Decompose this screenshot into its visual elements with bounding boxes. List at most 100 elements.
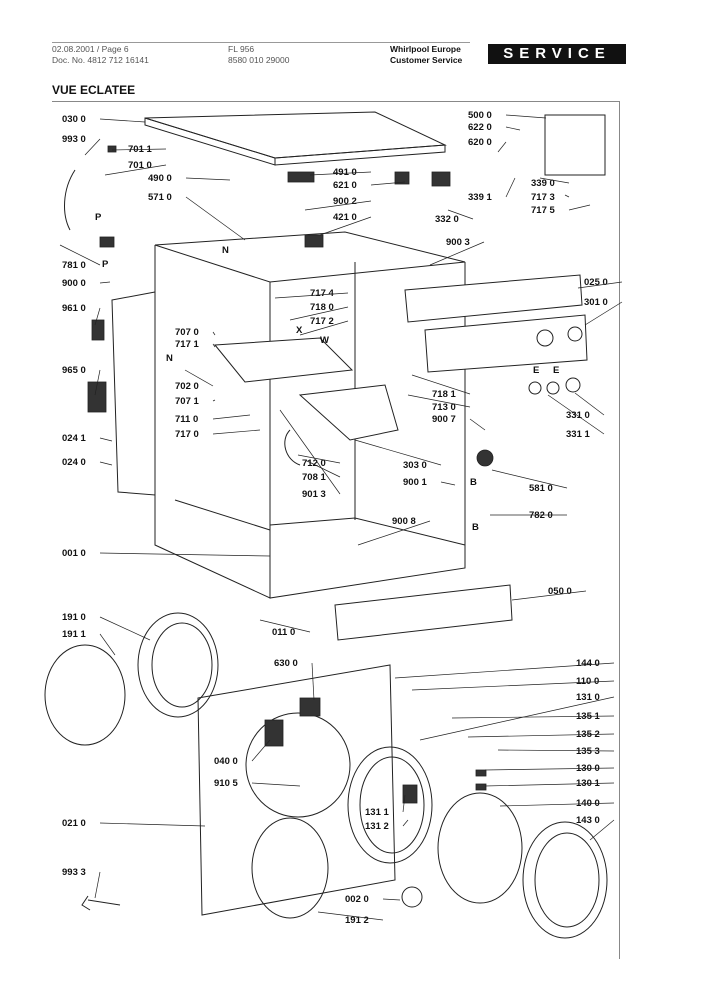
leader-line: [511, 590, 587, 601]
callout: 191 1: [62, 629, 116, 656]
callout: 011 0: [259, 619, 311, 638]
callout-label: 717 3: [531, 192, 555, 203]
leader-line: [469, 418, 486, 431]
small-part: [91, 319, 105, 341]
callout-label: 002 0: [345, 894, 369, 905]
letter-marker: B: [472, 522, 479, 533]
callout: 191 0: [62, 612, 151, 641]
callout: 717 0: [175, 429, 261, 440]
leader-line: [467, 733, 615, 738]
callout: 571 0: [148, 192, 246, 241]
leader-line: [59, 244, 101, 266]
callout-label: 500 0: [468, 110, 492, 121]
leader-line: [574, 392, 605, 416]
leader-line: [259, 619, 311, 633]
leader-line: [185, 196, 246, 241]
small-part: [299, 697, 321, 717]
callout: 131 1: [365, 794, 406, 818]
callout: 900 7: [432, 414, 486, 431]
callout: 707 0: [175, 327, 216, 338]
small-part: [431, 171, 451, 187]
callout-label: 191 0: [62, 612, 86, 623]
callout: 620 0: [468, 137, 507, 153]
callout-label: 718 0: [310, 302, 334, 313]
leader-line: [212, 331, 216, 336]
leader-line: [411, 374, 471, 395]
leader-line: [497, 749, 615, 752]
leader-line: [402, 819, 409, 827]
leader-line: [212, 414, 251, 420]
callout-label: 961 0: [62, 303, 86, 314]
callout-label: 144 0: [576, 658, 600, 669]
door-ring-part: [522, 821, 608, 939]
leader-line: [484, 782, 615, 787]
leader-line: [440, 481, 456, 486]
callout: 135 1: [451, 711, 615, 722]
callout-label: 620 0: [468, 137, 492, 148]
callout-label: 571 0: [148, 192, 172, 203]
callout-label: 717 0: [175, 429, 199, 440]
callout: 718 0: [289, 302, 349, 321]
company-name: Whirlpool Europe: [390, 44, 461, 54]
callout: 001 0: [62, 548, 271, 559]
leader-line: [99, 552, 271, 557]
callout-label: 711 0: [175, 414, 198, 425]
leader-line: [429, 241, 485, 266]
callout: 040 0: [214, 739, 271, 767]
callout: 491 0: [309, 167, 372, 178]
callout: 711 0: [175, 414, 251, 425]
date-page: 02.08.2001 / Page 6: [52, 44, 129, 54]
knob-part: [546, 381, 560, 395]
control-panel-part: [404, 274, 583, 323]
callout: 630 0: [274, 658, 315, 701]
callout: 621 0: [333, 180, 406, 191]
leader-line: [564, 194, 570, 198]
knob-part: [528, 381, 542, 395]
callout-label: 040 0: [214, 756, 238, 767]
door-ring-inner: [534, 832, 600, 928]
leader-line: [251, 739, 271, 762]
cabinet-inner-left: [174, 499, 271, 531]
callout-label: 717 2: [310, 316, 334, 327]
leader-line: [319, 216, 372, 236]
callout: 900 8: [357, 516, 431, 546]
section-title: VUE ECLATEE: [52, 83, 136, 97]
callout-label: 191 1: [62, 629, 86, 640]
leader-line: [357, 520, 431, 546]
callout: 331 1: [547, 394, 605, 440]
leader-line: [99, 633, 116, 656]
leader-line: [382, 898, 401, 901]
callout-label: 718 1: [432, 389, 456, 400]
callout: 993 3: [62, 867, 101, 899]
leader-line: [394, 662, 615, 679]
callout: 002 0: [345, 894, 401, 905]
callout: 130 0: [484, 763, 615, 774]
leader-line: [94, 369, 101, 396]
callout-label: 011 0: [272, 627, 295, 638]
callout: 961 0: [62, 303, 101, 326]
part-outlines: [44, 111, 608, 939]
leader-line: [484, 767, 615, 771]
leader-line: [185, 177, 231, 181]
callout-label: 707 1: [175, 396, 199, 407]
callout: 707 1: [175, 396, 216, 407]
callout: 191 2: [317, 911, 384, 926]
callout-label: 024 0: [62, 457, 86, 468]
leader-line: [577, 281, 623, 289]
leader-line: [94, 307, 101, 326]
rear-panel-part: [111, 291, 156, 496]
kickstrip-part: [334, 584, 513, 641]
callout-label: 701 0: [128, 160, 152, 171]
callout-label: 702 0: [175, 381, 199, 392]
callout-label: 782 0: [529, 510, 553, 521]
small-part: [107, 145, 117, 153]
callout: 339 0: [531, 177, 570, 189]
door-glass-part: [437, 792, 523, 904]
callout: 993 0: [62, 134, 101, 156]
leader-line: [212, 343, 216, 348]
cabinet-base: [269, 517, 466, 546]
leader-line: [317, 911, 384, 921]
callout: 130 1: [484, 778, 615, 789]
callout-label: 191 2: [345, 915, 369, 926]
